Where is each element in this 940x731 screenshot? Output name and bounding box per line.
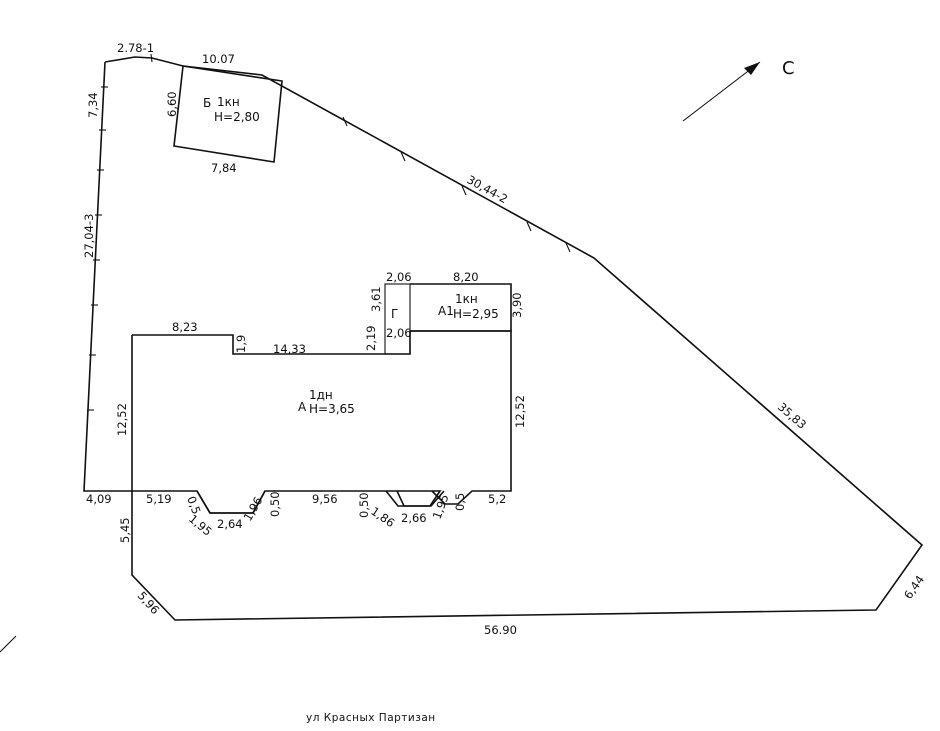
dim-56-90: 56.90 [484, 623, 517, 637]
dim-a-5-2: 5,2 [488, 492, 506, 506]
dim-a-2-19: 2,19 [364, 325, 378, 351]
dim-a-1-95-left: 1,95 [186, 512, 215, 539]
dim-27-04: 27,04-3 [82, 214, 96, 258]
dim-a-1-95-right: 1,95 [430, 492, 452, 521]
dim-a-0-50-b: 0,50 [357, 492, 371, 518]
dim-7-34: 7,34 [86, 92, 100, 118]
building-a-letter: А [298, 400, 307, 414]
building-a1-letter: А1 [438, 304, 454, 318]
dim-a-3-61: 3,61 [369, 286, 383, 312]
dim-a-2-06-top: 2,06 [386, 270, 412, 284]
lot-ticks [87, 53, 571, 411]
dim-a-1-9: 1,9 [234, 335, 248, 353]
dim-4-09: 4,09 [86, 492, 112, 506]
building-a1-floors: 1кн [455, 292, 478, 306]
lot-boundary [83, 56, 924, 621]
dim-a-5-19: 5,19 [146, 492, 172, 506]
dim-a-1-86: 1,86 [368, 504, 397, 530]
dim-a-8-23: 8,23 [172, 320, 198, 334]
building-b-letter: Б [203, 96, 211, 110]
building-g-letter: Г [391, 307, 398, 321]
dim-5-45: 5,45 [118, 517, 132, 543]
dim-b-7-84: 7,84 [211, 161, 237, 175]
dim-a-0-50-a: 0,50 [268, 491, 282, 517]
building-b-outline [173, 65, 283, 163]
building-a-height: Н=3,65 [309, 402, 355, 416]
bay-window-right [385, 490, 445, 507]
dim-a-0-5-right: 0,5 [453, 493, 467, 511]
building-a-outline [131, 330, 512, 514]
dim-a-12-52-left: 12,52 [115, 403, 129, 436]
dim-b-6-60: 6,60 [165, 91, 179, 117]
north-label: С [782, 58, 795, 79]
dim-a-2-66: 2,66 [401, 511, 427, 525]
dim-30-44: 30,44-2 [465, 172, 511, 206]
dim-a-2-64: 2,64 [217, 517, 243, 531]
dim-a-0-5-left: 0,5 [184, 494, 203, 516]
dim-6-44: 6,44 [901, 573, 927, 602]
building-b-floors: 1кн [217, 95, 240, 109]
leader-line [0, 635, 17, 653]
building-a1-height: Н=2,95 [453, 307, 499, 321]
dim-a-9-56: 9,56 [312, 492, 338, 506]
dim-2-78: 2.78-1 [117, 41, 154, 55]
dim-35-83: 35,83 [775, 400, 809, 432]
building-a-floors: 1дн [309, 388, 333, 402]
bay-window-left [196, 490, 266, 514]
dim-a-3-90: 3,90 [510, 292, 524, 318]
street-name: ул Красных Партизан [306, 712, 436, 724]
building-b-height: Н=2,80 [214, 110, 260, 124]
dim-a-8-20: 8,20 [453, 270, 479, 284]
dim-a-14-33: 14,33 [273, 342, 306, 356]
dim-5-96: 5,96 [135, 589, 163, 617]
dim-10-07: 10.07 [202, 52, 235, 66]
dim-a-12-52-right: 12,52 [513, 395, 527, 428]
dim-a-2-06-mid: 2,06 [386, 326, 412, 340]
north-arrow [682, 61, 761, 122]
